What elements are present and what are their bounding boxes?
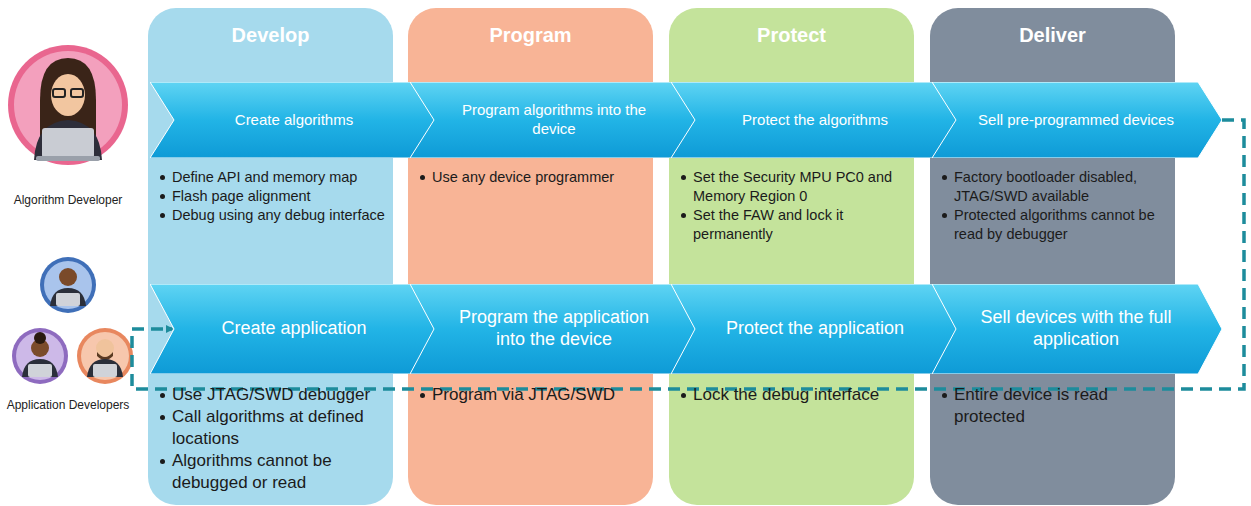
chevron-step: Protect the algorithms (671, 82, 961, 158)
chevron-step: Create application (150, 284, 440, 374)
phase-heading: Deliver (930, 24, 1175, 47)
step-label: Program algorithms into the device (410, 101, 700, 139)
phase-band: ProtectProtect the algorithmsProtect the… (669, 8, 914, 505)
chevron-step: Sell devices with the full application (932, 284, 1222, 374)
bullet-item: Call algorithms at defined locations (158, 406, 387, 450)
bullet-list: Define API and memory mapFlash page alig… (158, 168, 387, 225)
chevron-step: Program the application into the device (410, 284, 700, 374)
bullet-list: Set the Security MPU PC0 and Memory Regi… (679, 168, 908, 243)
dashed-flow-connector (132, 120, 1244, 389)
bullet-item: Debug using any debug interface (158, 206, 387, 225)
chevron-step: Protect the application (671, 284, 961, 374)
bullet-item: Set the FAW and lock it permanently (679, 206, 908, 244)
step-label: Protect the application (671, 318, 961, 340)
step-label: Create application (150, 318, 440, 340)
bullet-item: Algorithms cannot be debugged or read (158, 450, 387, 494)
bullet-list: Use any device programmer (418, 168, 647, 187)
step-label: Sell pre-programmed devices (932, 111, 1222, 130)
chevron-step: Program algorithms into the device (410, 82, 700, 158)
bullet-item: Entire device is read protected (940, 384, 1169, 428)
bullet-item: Define API and memory map (158, 168, 387, 187)
bullet-list: Use JTAG/SWD debuggerCall algorithms at … (158, 384, 387, 494)
step-label: Program the application into the device (410, 307, 700, 351)
bullet-list: Lock the debug interface (679, 384, 908, 406)
step-label: Sell devices with the full application (932, 307, 1222, 351)
bullet-item: Use any device programmer (418, 168, 647, 187)
phase-heading: Protect (669, 24, 914, 47)
phase-heading: Program (408, 24, 653, 47)
phase-band: ProgramProgram algorithms into the devic… (408, 8, 653, 505)
chevron-step: Sell pre-programmed devices (932, 82, 1222, 158)
bullet-item: Set the Security MPU PC0 and Memory Regi… (679, 168, 908, 206)
role-caption: Algorithm Developer (14, 193, 123, 207)
step-label: Protect the algorithms (671, 111, 961, 130)
bullet-item: Flash page alignment (158, 187, 387, 206)
chevron-step: Create algorithms (150, 82, 440, 158)
bullet-list: Factory bootloader disabled, JTAG/SWD av… (940, 168, 1169, 243)
bullet-item: Lock the debug interface (679, 384, 908, 406)
bullet-item: Program via JTAG/SWD (418, 384, 647, 406)
bullet-list: Program via JTAG/SWD (418, 384, 647, 406)
bullet-list: Entire device is read protected (940, 384, 1169, 428)
bullet-item: Protected algorithms cannot be read by d… (940, 206, 1169, 244)
phase-band: DeliverSell pre-programmed devicesSell d… (930, 8, 1175, 505)
bullet-item: Factory bootloader disabled, JTAG/SWD av… (940, 168, 1169, 206)
phase-band: DevelopCreate algorithmsCreate applicati… (148, 8, 393, 505)
step-label: Create algorithms (150, 111, 440, 130)
people-illustration (0, 0, 140, 420)
phase-heading: Develop (148, 24, 393, 47)
bullet-item: Use JTAG/SWD debugger (158, 384, 387, 406)
role-caption: Application Developers (7, 398, 130, 412)
